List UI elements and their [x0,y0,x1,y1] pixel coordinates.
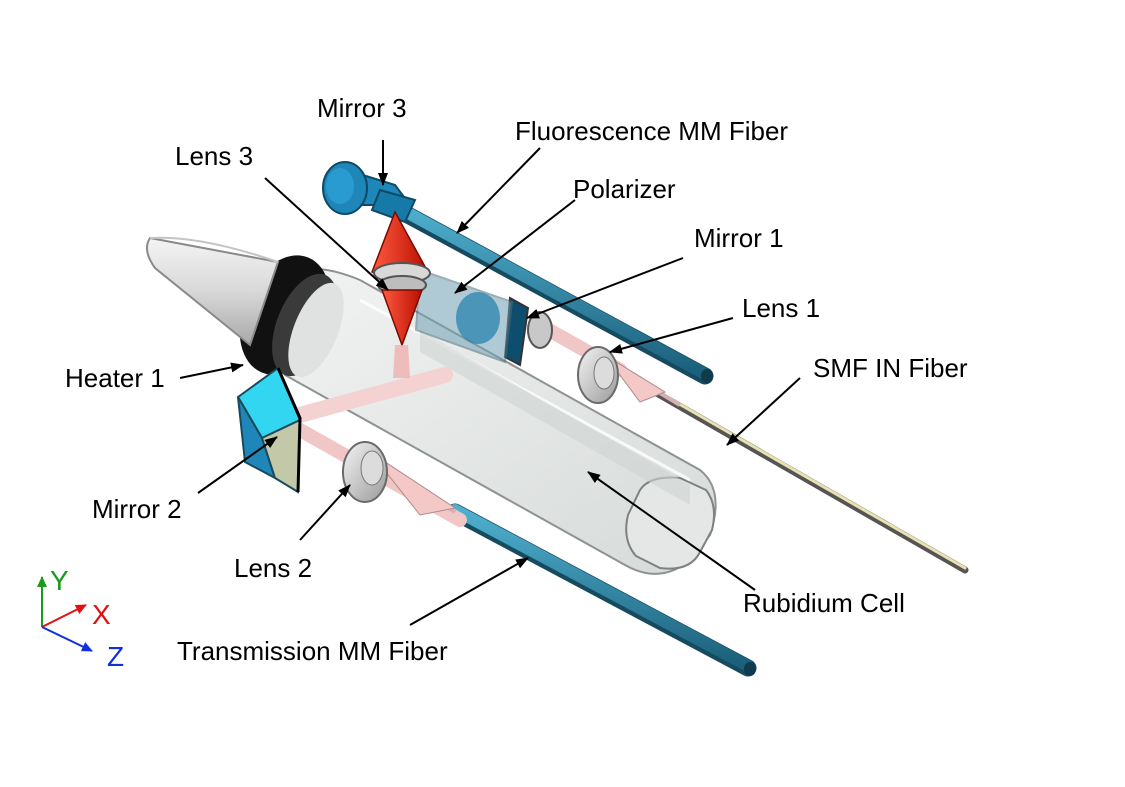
leader-transmission-fiber [409,557,529,626]
leader-lens-3 [264,177,389,291]
transmission-mm-fiber [446,503,757,677]
label-transmission-fiber: Transmission MM Fiber [177,636,448,666]
label-mirror-2: Mirror 2 [92,494,182,524]
lens-3 [371,210,431,378]
leader-heater-1 [179,362,244,379]
label-smf-fiber: SMF IN Fiber [813,353,968,383]
axis-y-label: Y [50,565,69,596]
leader-lines [179,140,801,626]
end-cap-cone [145,236,280,347]
label-heater-1: Heater 1 [65,363,165,393]
polarizer [414,268,514,364]
label-polarizer: Polarizer [573,174,676,204]
leader-polarizer [454,199,576,294]
mirror-3 [322,161,417,224]
labels: Mirror 3 Fluorescence MM Fiber Lens 3 Po… [65,93,968,666]
fluorescence-mm-fiber [386,199,714,385]
leader-rubidium-cell [587,471,756,591]
label-mirror-1: Mirror 1 [694,223,784,253]
label-lens-1: Lens 1 [742,293,820,323]
leader-mirror-2 [197,436,278,494]
label-fluorescence-fiber: Fluorescence MM Fiber [515,116,788,146]
mirror-2 [236,366,302,494]
lens-2 [342,441,457,516]
label-rubidium-cell: Rubidium Cell [743,588,905,618]
lens-1 [577,346,667,404]
label-lens-3: Lens 3 [175,141,253,171]
label-lens-2: Lens 2 [234,553,312,583]
axis-x-label: X [92,599,111,630]
axis-z-label: Z [107,641,124,672]
axis-z-arrow [41,626,93,652]
axis-x-arrow [41,604,87,628]
leader-lens-1 [609,317,734,354]
leader-mirror-1 [526,257,684,319]
leader-fluorescence-fiber [456,147,541,234]
leader-lens-2 [299,484,351,541]
coordinate-axes: Y X Z [37,565,124,672]
leader-smf-fiber [726,377,801,446]
label-mirror-3: Mirror 3 [317,93,407,123]
